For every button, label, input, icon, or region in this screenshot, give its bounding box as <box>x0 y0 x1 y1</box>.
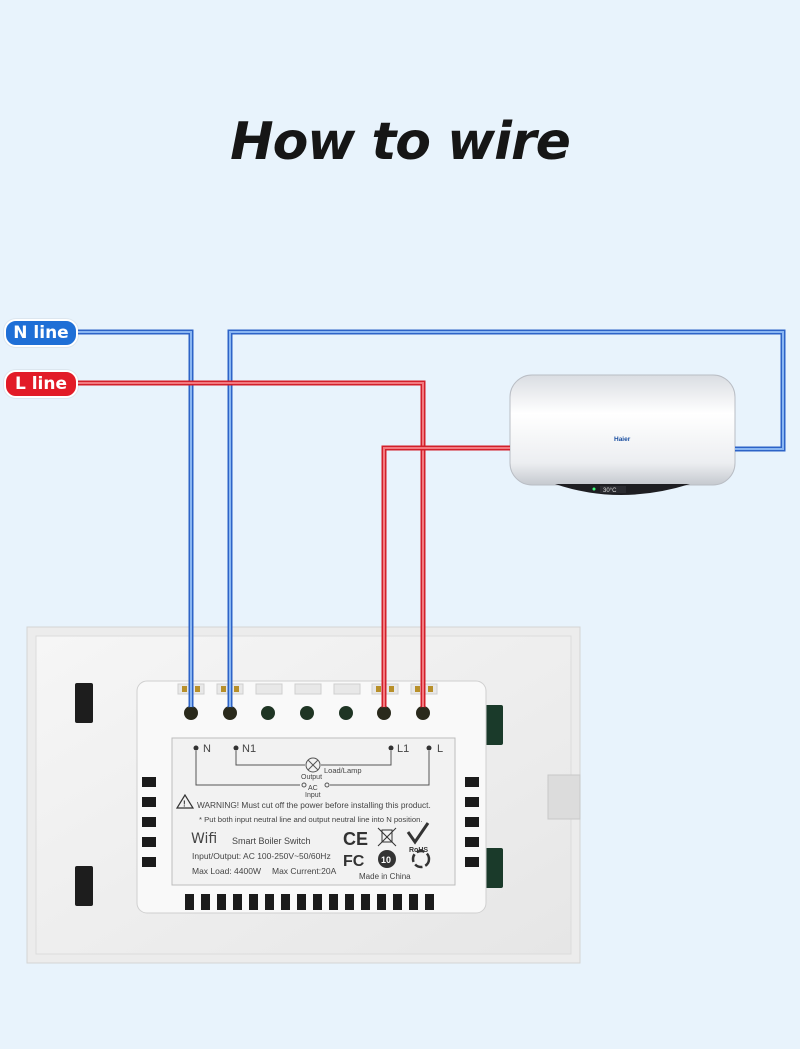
terminal-n1-label: N1 <box>242 743 256 755</box>
l-line-label: L line <box>4 370 78 398</box>
fc-mark: FC <box>343 853 365 870</box>
weee-bin-icon <box>377 827 397 847</box>
ce-mark: CE <box>343 829 368 849</box>
l-wire <box>78 380 510 713</box>
terminal-l-label: L <box>437 743 443 755</box>
input-label: Input <box>305 792 321 799</box>
heater-display: 30°C <box>603 488 617 494</box>
wifi-logo: Wifi <box>191 831 217 847</box>
product-name: Smart Boiler Switch <box>232 836 311 846</box>
svg-text:!: ! <box>183 800 186 809</box>
n-wire <box>78 329 786 713</box>
made-in-label: Made in China <box>359 872 411 881</box>
output-label: Output <box>301 774 322 781</box>
warning-icon: ! <box>175 793 195 809</box>
page-title: How to wire <box>230 112 571 172</box>
warning-text: WARNING! Must cut off the power before i… <box>197 800 431 810</box>
max-current: Max Current:20A <box>272 866 337 876</box>
ten-year-icon: 10 <box>378 850 396 868</box>
svg-text:10: 10 <box>381 855 391 865</box>
terminal-l1-label: L1 <box>397 743 409 755</box>
water-heater: Haier 30°C <box>509 374 736 495</box>
lamp-icon <box>305 757 321 773</box>
terminal-n-label: N <box>203 743 211 755</box>
io-spec: Input/Output: AC 100-250V~50/60Hz <box>192 851 331 861</box>
heater-brand: Haier <box>614 436 631 443</box>
recycle-icon <box>411 849 431 869</box>
check-mark-icon <box>406 822 430 845</box>
max-load: Max Load: 4400W <box>192 866 261 876</box>
neutral-note: * Put both input neutral line and output… <box>199 815 423 824</box>
ac-label: AC <box>308 785 318 792</box>
load-label: Load/Lamp <box>324 766 362 775</box>
switch-label-sticker: N N1 L1 L Load/Lamp Output AC Input ! WA… <box>171 737 456 886</box>
n-line-label: N line <box>4 319 78 347</box>
